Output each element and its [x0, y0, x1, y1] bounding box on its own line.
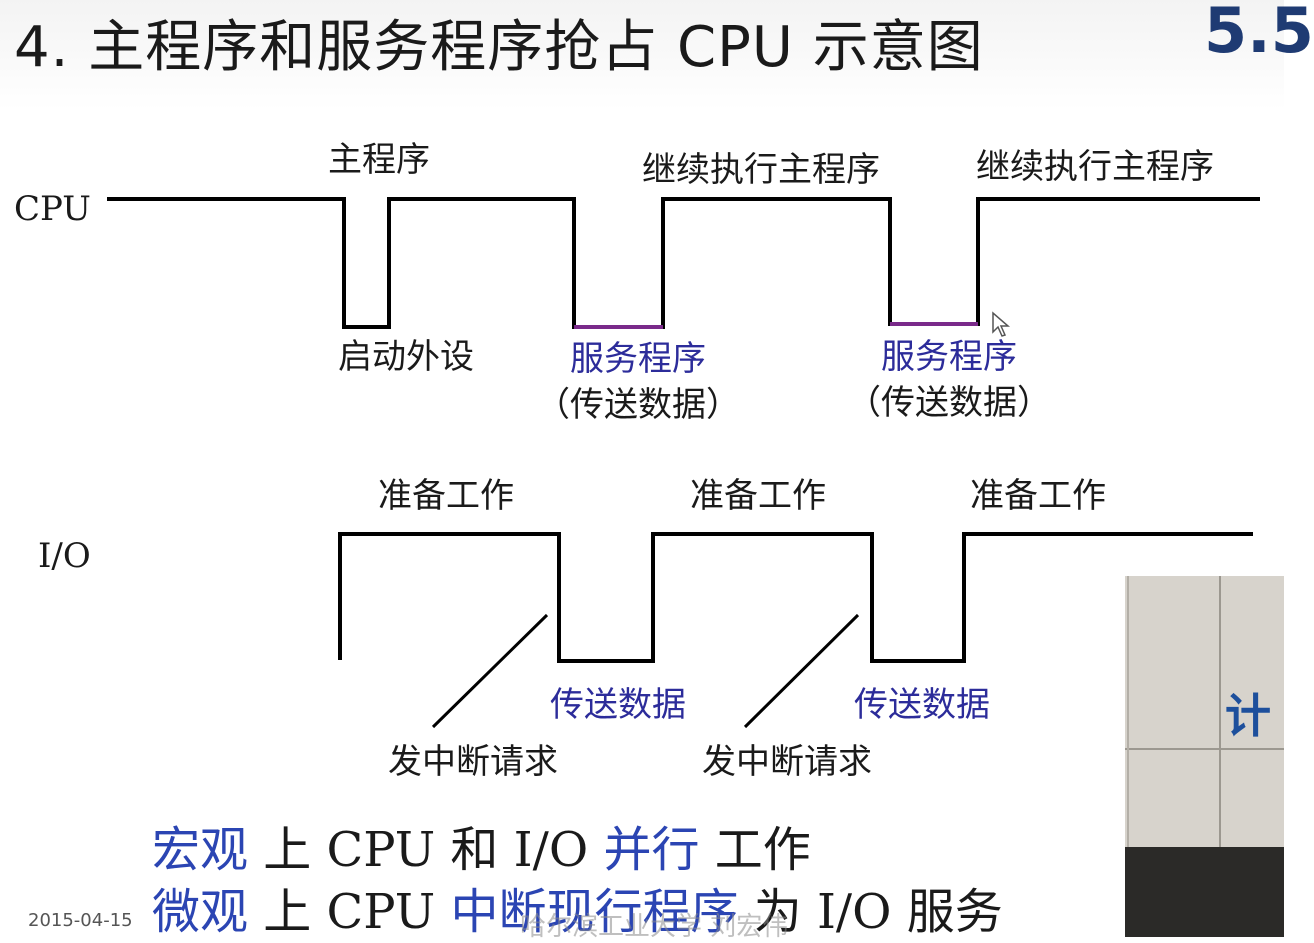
label-prepare-2: 准备工作	[690, 476, 826, 516]
label-transfer-note-1: （传送数据）	[536, 385, 740, 425]
interrupt-line-2	[743, 613, 860, 729]
video-dark-area	[1125, 847, 1284, 937]
slide-title: 4. 主程序和服务程序抢占 CPU 示意图	[14, 15, 984, 80]
io-signal-line	[338, 532, 1253, 663]
summary-macro-term: 宏观	[152, 822, 249, 878]
label-transfer-data-1: 传送数据	[550, 685, 686, 725]
watermark: 哈尔滨工业大学 刘宏伟	[520, 912, 789, 942]
slide-date: 2015-04-15	[28, 910, 133, 931]
label-interrupt-request-2: 发中断请求	[702, 742, 872, 782]
summary-micro-term: 微观	[152, 884, 249, 940]
mouse-cursor-icon	[992, 311, 1011, 337]
label-continue-main-1: 继续执行主程序	[642, 150, 880, 190]
summary-macro-tail: 工作	[699, 822, 811, 878]
io-axis-label: I/O	[38, 536, 91, 576]
summary-micro-mid: 上 CPU	[248, 884, 451, 940]
label-start-device: 启动外设	[338, 337, 474, 377]
label-main-program: 主程序	[328, 140, 430, 180]
label-prepare-1: 准备工作	[378, 476, 514, 516]
label-transfer-data-2: 传送数据	[854, 685, 990, 725]
video-sign-text: 计	[1225, 689, 1271, 743]
summary-macro-highlight: 并行	[603, 822, 700, 878]
summary-line-micro: 微观 上 CPU 中断现行程序 为 I/O 服务	[152, 888, 1003, 936]
summary-macro-mid: 上 CPU 和 I/O	[248, 822, 604, 878]
cpu-axis-label: CPU	[14, 189, 91, 229]
summary-line-macro: 宏观 上 CPU 和 I/O 并行 工作	[152, 826, 811, 874]
timing-diagram	[107, 197, 1260, 729]
label-prepare-3: 准备工作	[970, 476, 1106, 516]
cpu-signal-line	[107, 197, 1260, 329]
label-service-program-1: 服务程序	[570, 339, 706, 379]
section-number: 5.5	[1204, 0, 1314, 67]
label-service-program-2: 服务程序	[881, 337, 1017, 377]
label-transfer-note-2: （传送数据）	[847, 383, 1051, 423]
label-continue-main-2: 继续执行主程序	[976, 147, 1214, 187]
lecturer-video-overlay: 计	[1125, 576, 1284, 937]
label-interrupt-request-1: 发中断请求	[388, 742, 558, 782]
interrupt-line-1	[431, 613, 549, 729]
summary-micro-highlight: 中断现行程序	[450, 884, 739, 940]
summary-micro-tail: 为 I/O 服务	[738, 884, 1003, 940]
